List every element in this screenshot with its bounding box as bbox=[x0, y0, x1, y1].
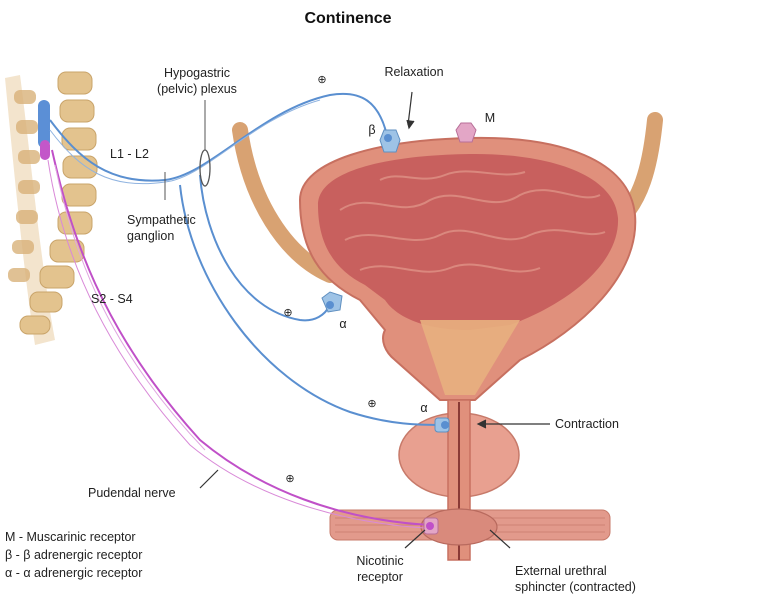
label-sympathetic-line2: ganglion bbox=[127, 229, 174, 243]
legend-item: β - β adrenergic receptor bbox=[5, 548, 142, 562]
label-l1-l2: L1 - L2 bbox=[110, 147, 149, 161]
label-hypogastric-line1: Hypogastric bbox=[164, 66, 230, 80]
external-urethral-sphincter bbox=[420, 508, 498, 546]
label-external-sphincter-line2: sphincter (contracted) bbox=[515, 580, 636, 594]
label-relaxation: Relaxation bbox=[384, 65, 443, 79]
label-alpha-upper: α bbox=[339, 317, 346, 331]
hypogastric-plexus-marker bbox=[199, 149, 211, 187]
label-m: M bbox=[485, 111, 495, 125]
label-contraction: Contraction bbox=[555, 417, 619, 431]
alpha-receptor-bladder-neck bbox=[321, 291, 343, 313]
label-s2-s4: S2 - S4 bbox=[91, 292, 133, 306]
plus-sign-contraction: ⊕ bbox=[367, 398, 376, 410]
spinal-cord-lumbar-segment bbox=[38, 100, 50, 148]
label-alpha-lower: α bbox=[420, 401, 427, 415]
plus-sign-relaxation: ⊕ bbox=[317, 74, 326, 86]
alpha-receptor-urethra bbox=[434, 417, 450, 433]
pelvic-wall-left bbox=[232, 122, 338, 283]
legend-item: M - Muscarinic receptor bbox=[5, 530, 136, 544]
label-beta: β bbox=[368, 123, 375, 137]
label-external-sphincter-line1: External urethral bbox=[515, 564, 607, 578]
legend: M - Muscarinic receptor β - β adrenergic… bbox=[5, 530, 142, 580]
beta-receptor bbox=[379, 129, 401, 153]
pudendal-nerves bbox=[47, 149, 431, 529]
label-nicotinic-line1: Nicotinic bbox=[356, 554, 403, 568]
plus-sign-pudendal: ⊕ bbox=[285, 473, 294, 485]
label-sympathetic-line1: Sympathetic bbox=[127, 213, 196, 227]
diagram-title: Continence bbox=[304, 10, 391, 27]
bladder bbox=[298, 136, 637, 401]
label-nicotinic-line2: receptor bbox=[357, 570, 403, 584]
label-hypogastric-line2: (pelvic) plexus bbox=[157, 82, 237, 96]
plus-sign-alpha-neck: ⊕ bbox=[283, 307, 292, 319]
spine bbox=[5, 71, 98, 345]
spinal-cord-sacral-segment bbox=[40, 140, 50, 160]
label-pudendal-nerve: Pudendal nerve bbox=[88, 486, 176, 500]
legend-item: α - α adrenergic receptor bbox=[5, 566, 142, 580]
label-pointers bbox=[199, 91, 550, 549]
m-receptor bbox=[455, 122, 477, 143]
nicotinic-receptor bbox=[423, 517, 439, 535]
